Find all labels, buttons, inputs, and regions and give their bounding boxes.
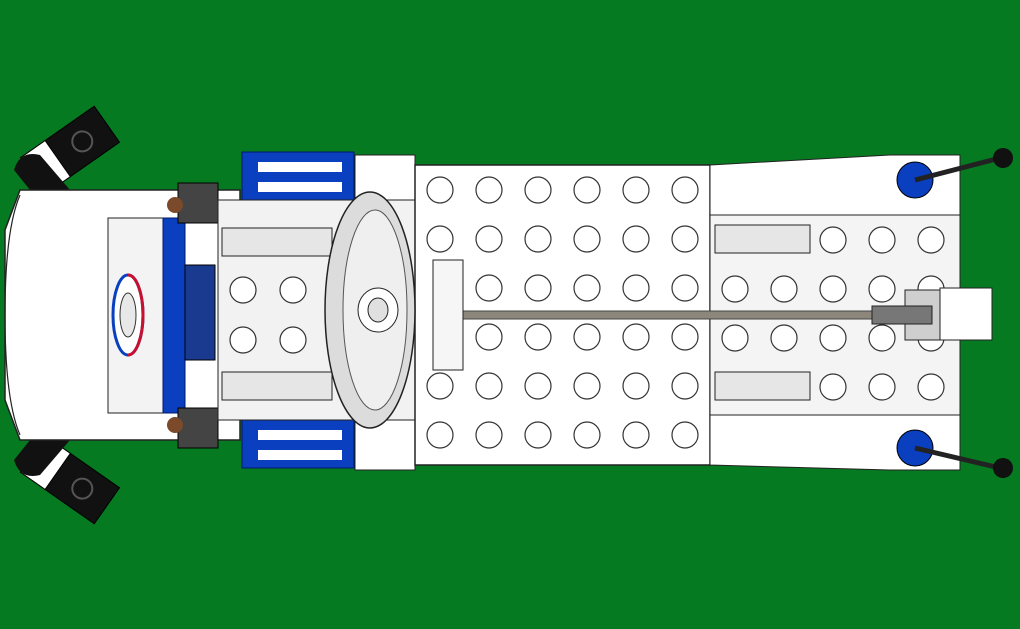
stud <box>229 326 257 354</box>
stud <box>622 372 650 400</box>
stud <box>573 372 601 400</box>
stud <box>426 225 454 253</box>
stud <box>671 274 699 302</box>
stud <box>573 225 601 253</box>
stud <box>819 324 847 352</box>
stud <box>475 372 503 400</box>
cab-windshield <box>4 194 21 436</box>
stud <box>229 276 257 304</box>
stud <box>721 275 749 303</box>
stud <box>671 176 699 204</box>
stud <box>819 373 847 401</box>
stud <box>671 323 699 351</box>
stud <box>868 324 896 352</box>
logo-icon <box>111 273 145 357</box>
rod-mount <box>432 259 464 371</box>
stud <box>622 323 650 351</box>
stud <box>573 323 601 351</box>
stud <box>721 324 749 352</box>
stud <box>819 275 847 303</box>
stud <box>475 225 503 253</box>
fender-left <box>241 151 355 201</box>
stud <box>622 176 650 204</box>
stud <box>770 324 798 352</box>
stud <box>524 372 552 400</box>
stud <box>671 225 699 253</box>
stud <box>279 326 307 354</box>
stud <box>622 421 650 449</box>
stud <box>868 373 896 401</box>
stud <box>868 226 896 254</box>
rear-panel-top <box>709 154 961 216</box>
stud <box>819 226 847 254</box>
pulley-icon <box>324 191 416 429</box>
rear-left-wheel-base <box>14 154 70 190</box>
stud <box>573 176 601 204</box>
chassis-bottom-strip <box>354 419 416 471</box>
stud <box>868 275 896 303</box>
stud <box>475 274 503 302</box>
stud <box>426 176 454 204</box>
drive-rod <box>439 310 901 320</box>
stud <box>622 274 650 302</box>
main-stud-grid <box>426 176 699 449</box>
stud <box>475 421 503 449</box>
lever-icon <box>896 148 1013 478</box>
cab-dark-insert <box>184 264 216 361</box>
stud <box>279 276 307 304</box>
hinge-connectors <box>167 182 219 449</box>
rear-coupler <box>871 287 993 341</box>
stud <box>475 323 503 351</box>
stud <box>426 421 454 449</box>
stud <box>475 176 503 204</box>
stud <box>524 323 552 351</box>
stud <box>622 225 650 253</box>
rear-axle-pieces <box>714 224 811 401</box>
stud <box>917 373 945 401</box>
stud <box>770 275 798 303</box>
stud <box>671 421 699 449</box>
stud <box>573 421 601 449</box>
stud <box>524 421 552 449</box>
stud <box>917 226 945 254</box>
front-axle-pieces <box>221 227 333 401</box>
stud <box>671 372 699 400</box>
rear-stud-grid <box>721 226 945 401</box>
stud <box>524 225 552 253</box>
stud <box>524 274 552 302</box>
cab-blue-trim <box>162 217 186 414</box>
stud <box>524 176 552 204</box>
front-left-wheel-base <box>14 440 70 476</box>
stud <box>573 274 601 302</box>
fender-right <box>241 419 355 469</box>
cab-stud-grid <box>229 276 307 354</box>
stud <box>426 372 454 400</box>
